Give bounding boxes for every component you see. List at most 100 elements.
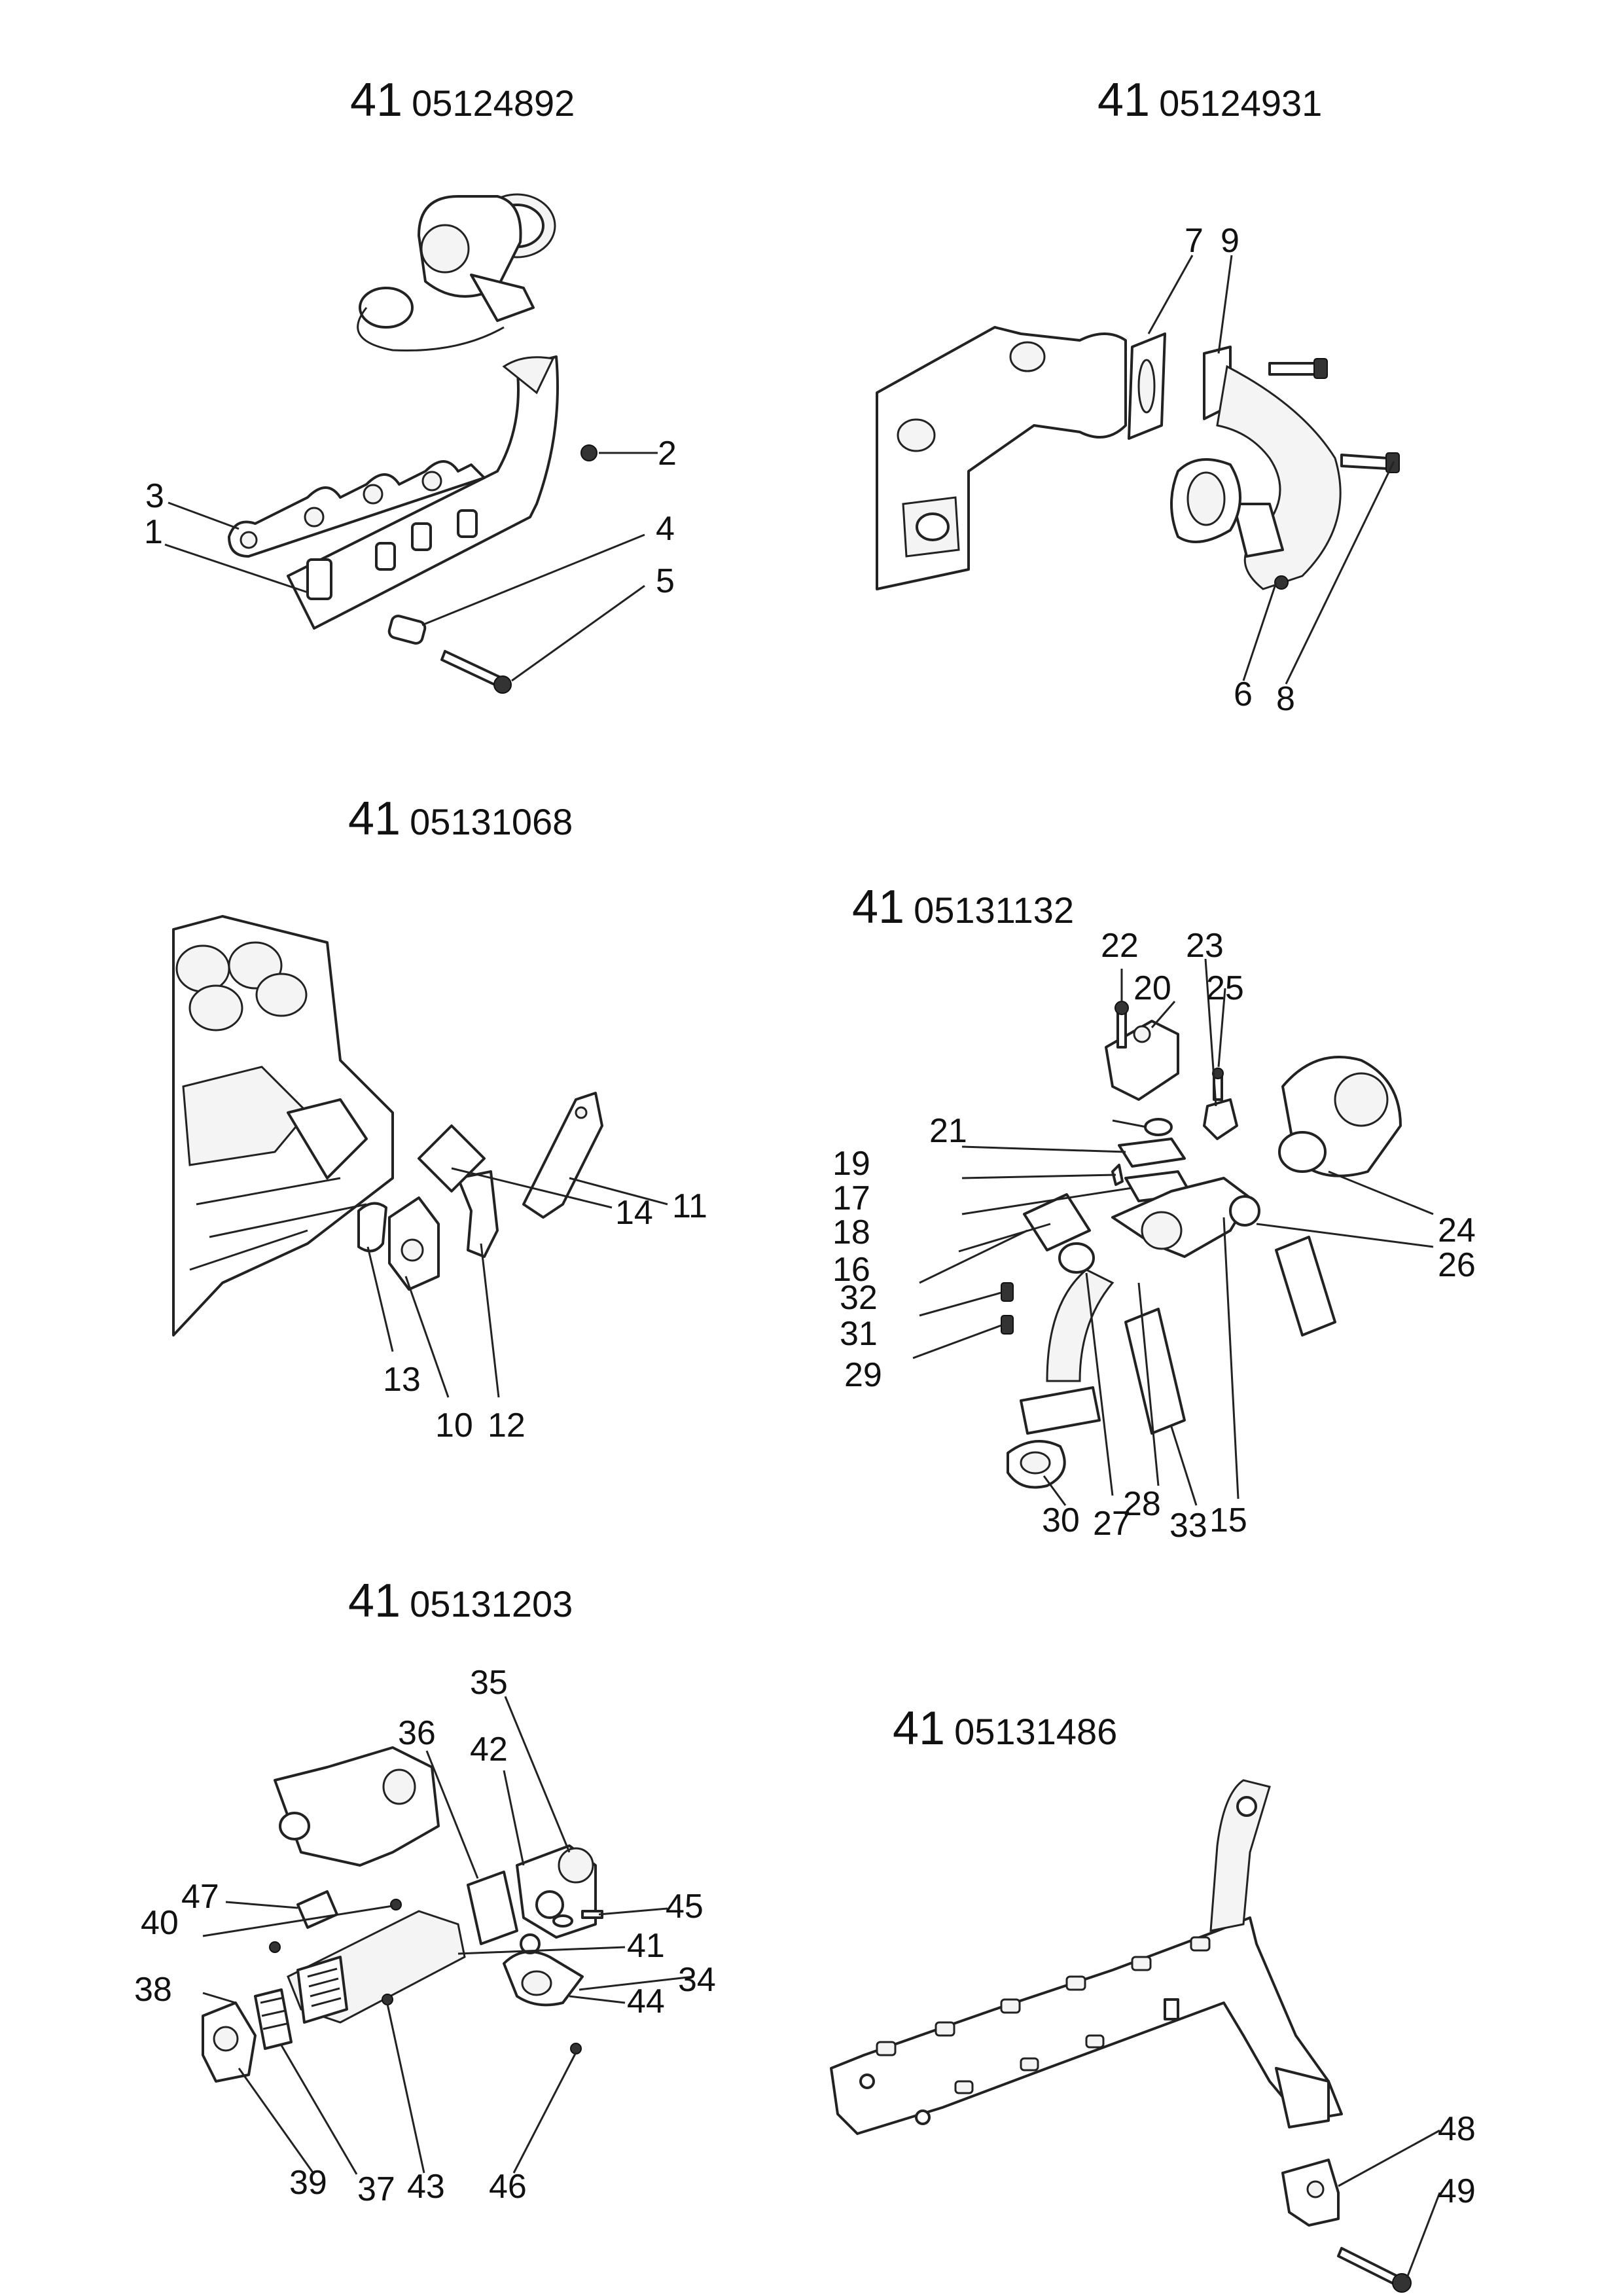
callout-18: 18 [832, 1213, 870, 1251]
callout-44: 44 [627, 1982, 665, 2020]
gasket-36 [467, 1871, 518, 1945]
callout-42: 42 [470, 1731, 508, 1768]
callout-7: 7 [1185, 222, 1204, 260]
callout-31: 31 [840, 1315, 878, 1353]
callout-15: 15 [1209, 1501, 1247, 1539]
callout-21: 21 [929, 1112, 967, 1150]
insulator-sleeves [1124, 1236, 1336, 1435]
callout-36: 36 [398, 1714, 436, 1752]
callout-40: 40 [141, 1904, 179, 1942]
leader-lines [164, 255, 1441, 2278]
callout-5: 5 [656, 562, 675, 600]
callout-13: 13 [383, 1361, 421, 1399]
oring-13 [357, 1202, 387, 1253]
callout-37: 37 [357, 2170, 395, 2208]
bracket-48 [1281, 2159, 1340, 2227]
callout-48: 48 [1438, 2110, 1476, 2148]
callout-45: 45 [666, 1888, 704, 1926]
part-number: 05131068 [410, 801, 573, 842]
egr-pipe-27 [1020, 1242, 1115, 1435]
egr-valve-20 [1105, 1001, 1179, 1101]
gasket-30 [1007, 1440, 1066, 1489]
callout-34: 34 [678, 1961, 716, 1999]
group-code: 41 [350, 74, 403, 126]
valve-body-10 [388, 1196, 440, 1291]
callout-29: 29 [844, 1356, 882, 1394]
group-code: 41 [348, 1575, 401, 1627]
callout-12: 12 [488, 1407, 526, 1444]
callout-8: 8 [1276, 680, 1295, 718]
group-code: 41 [893, 1702, 946, 1755]
egr-valve-42 [516, 1844, 597, 1939]
callout-41: 41 [627, 1927, 665, 1965]
section5-small-hardware [269, 1899, 603, 2054]
part-number: 05131132 [914, 889, 1075, 931]
flange-38-37 [202, 1988, 293, 2083]
callout-2: 2 [658, 435, 677, 473]
bracket-11 [522, 1092, 603, 1219]
part-number: 05131203 [410, 1583, 573, 1624]
group-code: 41 [348, 793, 401, 845]
callout-30: 30 [1042, 1501, 1080, 1539]
callout-47: 47 [181, 1878, 219, 1916]
gasket-7 [1128, 332, 1166, 440]
callout-23: 23 [1186, 927, 1224, 965]
callout-39: 39 [289, 2164, 327, 2202]
callout-17: 17 [832, 1179, 870, 1217]
callout-1: 1 [144, 513, 163, 551]
valve-adapter-23 [1203, 1067, 1238, 1140]
callout-24: 24 [1438, 1211, 1476, 1249]
callout-3: 3 [145, 477, 164, 515]
bolt-49 [1337, 2247, 1412, 2293]
callout-4: 4 [656, 510, 675, 548]
callout-49: 49 [1438, 2172, 1476, 2210]
callout-28: 28 [1123, 1485, 1161, 1523]
elbow-bolts [1268, 358, 1400, 590]
callout-10: 10 [435, 1407, 473, 1444]
callout-6: 6 [1234, 675, 1253, 713]
egr-cooler-module-illustration [274, 1746, 440, 1867]
callout-20: 20 [1133, 969, 1171, 1007]
engine-block-illustration-3 [172, 915, 394, 1336]
throttle-housing-24 [1278, 1056, 1402, 1177]
turbocharger-illustration [357, 193, 556, 352]
bracket-12 [457, 1170, 499, 1258]
callout-43: 43 [407, 2168, 445, 2206]
outlet-elbow-9 [1203, 346, 1342, 590]
callout-labels: 1 2 3 4 5 6 7 8 9 10 11 12 13 14 15 16 1… [134, 222, 1476, 2210]
callout-46: 46 [489, 2168, 527, 2206]
part-number: 05124931 [1159, 82, 1323, 124]
pipe-bolts [1001, 1282, 1014, 1335]
callout-26: 26 [1438, 1246, 1476, 1284]
group-code: 41 [852, 881, 905, 933]
shield-47 [296, 1890, 338, 1929]
callout-22: 22 [1101, 927, 1139, 965]
exhaust-manifold-illustration [228, 355, 559, 630]
group-code: 41 [1097, 74, 1150, 126]
callout-35: 35 [470, 1664, 508, 1702]
callout-19: 19 [832, 1145, 870, 1183]
cooler-body-41 [287, 1910, 466, 2024]
callout-33: 33 [1169, 1507, 1207, 1545]
callout-14: 14 [615, 1194, 653, 1232]
engine-block-illustration-2 [876, 326, 1127, 590]
heat-shield-14 [418, 1124, 486, 1193]
callout-38: 38 [134, 1971, 172, 2009]
callout-27: 27 [1093, 1505, 1131, 1543]
callout-25: 25 [1206, 969, 1244, 1007]
flange-gasket-6 [1170, 458, 1241, 543]
outlet-34-44 [503, 1933, 584, 2007]
manifold-hardware [387, 444, 597, 694]
callout-16: 16 [832, 1251, 870, 1289]
callout-32: 32 [840, 1279, 878, 1317]
callout-11: 11 [672, 1187, 707, 1225]
cooler-housing-15 [1111, 1177, 1260, 1258]
heat-shield-bracket-illustration [830, 1779, 1343, 2135]
